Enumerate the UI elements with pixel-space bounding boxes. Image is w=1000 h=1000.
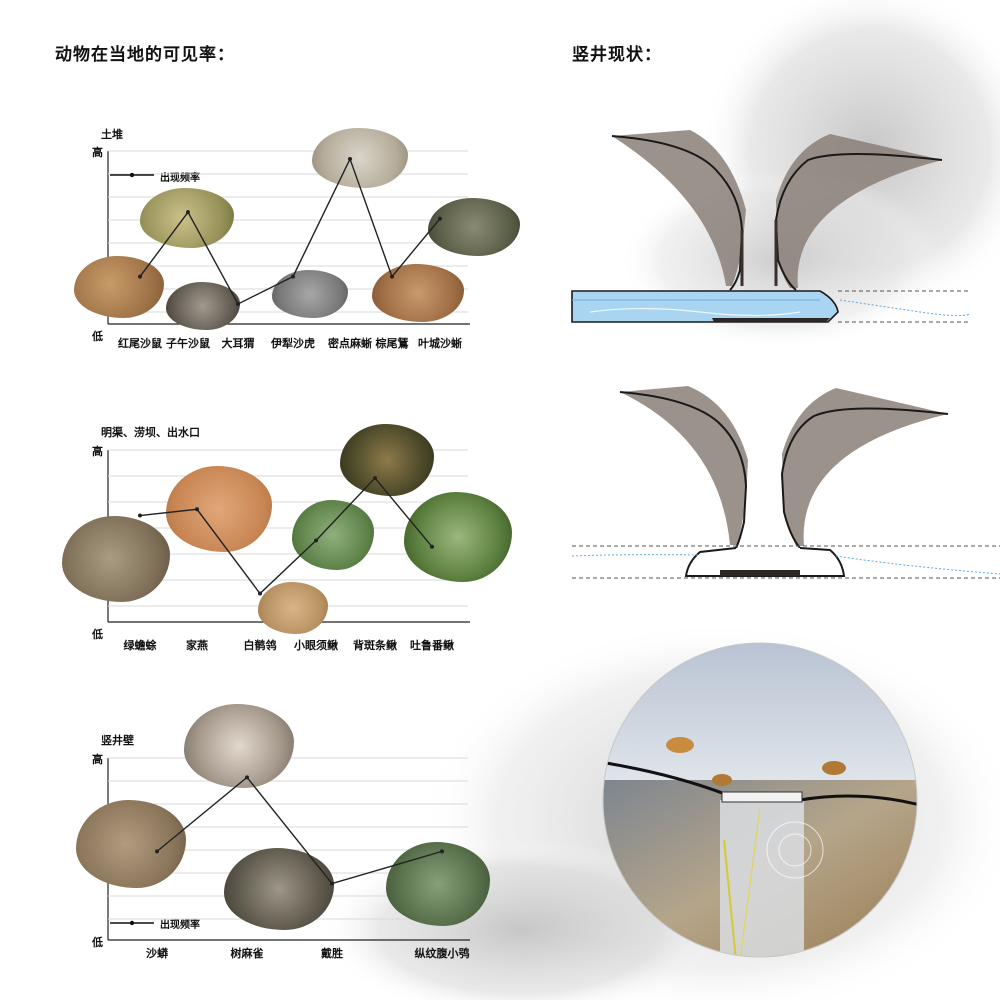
photo-little-owl — [386, 842, 490, 926]
category-label: 小眼须鳅 — [294, 639, 338, 652]
frequency-point — [390, 274, 394, 279]
category-label: 叶城沙蜥 — [418, 337, 462, 350]
photo-small-eye-loach — [292, 500, 374, 570]
category-label: 戴胜 — [321, 947, 343, 960]
axis-low-label: 低 — [92, 936, 103, 949]
photo-white-wagtail — [258, 582, 328, 634]
frequency-point — [348, 157, 352, 162]
category-label: 树麻雀 — [230, 947, 264, 960]
axis-low-label: 低 — [92, 628, 103, 641]
category-label: 棕尾鵟 — [375, 337, 409, 350]
photo-green-toad — [62, 516, 170, 602]
category-label: 白鹡鸰 — [243, 639, 277, 652]
visibility-heading: 动物在当地的可见率： — [55, 45, 235, 65]
frequency-polyline — [156, 776, 443, 885]
category-label: 子午沙鼠 — [166, 337, 210, 350]
legend-line — [110, 920, 154, 926]
frequency-point — [314, 538, 318, 543]
photo-long-eared-hedgehog — [166, 282, 240, 330]
axis-high-label: 高 — [92, 146, 103, 159]
photo-red-tailed-gerbil — [74, 256, 164, 318]
axis-high-label: 高 — [92, 753, 103, 766]
frequency-point — [138, 513, 142, 518]
frequency-point — [236, 301, 240, 306]
shaft-status-heading: 竖井现状： — [572, 45, 662, 65]
category-label: 吐鲁番鳅 — [410, 639, 454, 652]
photo-turfan-dace — [404, 492, 512, 582]
photo-racerunner-lizard — [312, 128, 408, 188]
frequency-polyline — [139, 477, 433, 595]
category-label: 沙蟒 — [146, 947, 168, 960]
photo-tree-sparrow — [184, 704, 294, 788]
frequency-point — [186, 210, 190, 215]
frequency-point — [138, 274, 142, 279]
axis-high-label: 高 — [92, 445, 103, 458]
frequency-point — [291, 274, 295, 279]
photo-toad-headed-agama — [428, 198, 520, 256]
panel-title-shaft-wall: 竖井壁 — [101, 734, 134, 747]
frequency-point — [155, 849, 159, 854]
photo-midday-gerbil — [140, 188, 234, 248]
panel-title-canal: 明渠、涝坝、出水口 — [101, 426, 200, 439]
frequency-point — [195, 507, 199, 512]
category-label: 伊犁沙虎 — [271, 337, 315, 350]
shaft-cross-section-illustration — [602, 642, 918, 958]
category-label: 红尾沙鼠 — [118, 337, 162, 350]
frequency-point — [438, 216, 442, 221]
legend-line — [110, 172, 154, 178]
frequency-point — [245, 775, 249, 780]
panel-title-mound: 土堆 — [101, 128, 123, 141]
frequency-point — [373, 476, 377, 481]
photo-long-legged-buzzard — [372, 264, 464, 322]
shaft-diagram-top — [571, 130, 971, 323]
category-label: 密点麻蜥 — [328, 337, 372, 350]
photo-gecko — [272, 270, 348, 318]
legend-label: 出现频率 — [160, 173, 200, 184]
frequency-point — [440, 849, 444, 854]
frequency-point — [258, 591, 262, 596]
category-label: 绿蟾蜍 — [123, 639, 157, 652]
photo-stone-loach — [340, 424, 434, 496]
frequency-point — [330, 881, 334, 886]
photo-hoopoe — [224, 848, 334, 930]
category-label: 背斑条鳅 — [353, 639, 397, 652]
axis-low-label: 低 — [92, 330, 103, 343]
frequency-point — [430, 544, 434, 549]
photo-sand-boa — [76, 800, 186, 888]
category-label: 纵纹腹小鸮 — [414, 947, 470, 960]
shaft-diagram-bottom — [571, 386, 1000, 579]
category-label: 家燕 — [186, 639, 208, 652]
category-label: 大耳猬 — [221, 337, 255, 350]
legend-label: 出现频率 — [160, 920, 200, 931]
